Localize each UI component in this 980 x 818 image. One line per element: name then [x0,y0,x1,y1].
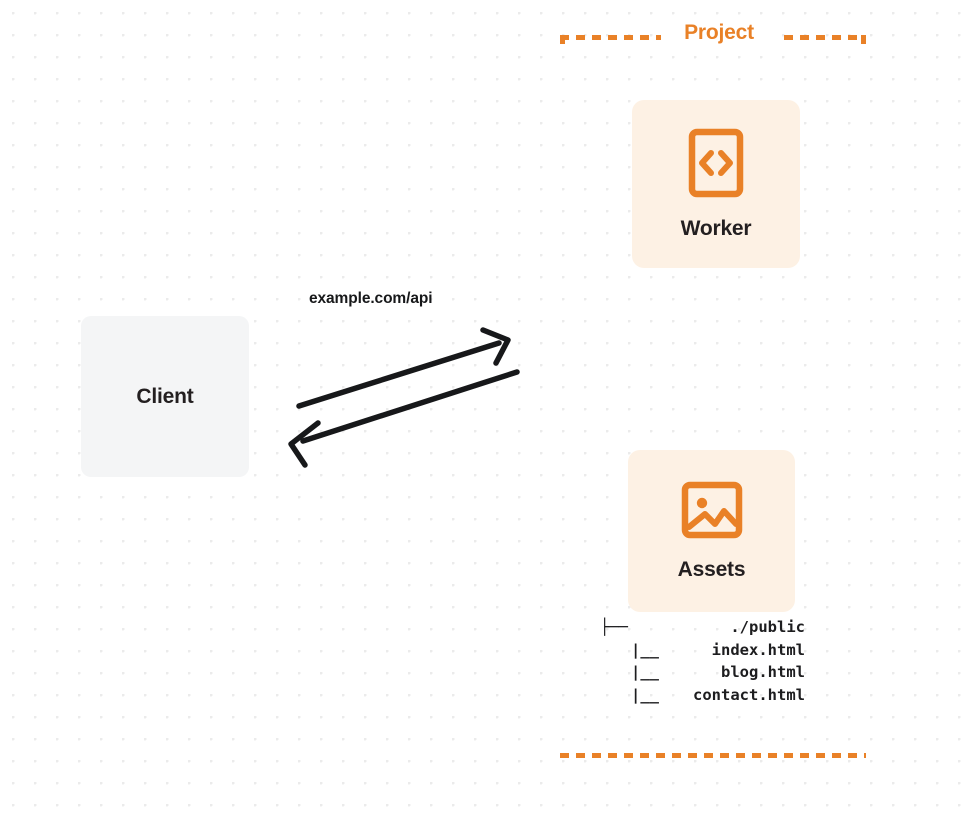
project-title: Project [661,21,777,45]
tree-branch-glyph: |__ [631,640,659,659]
file-tree-row: |__ contact.html [600,684,805,707]
project-border-top-left [560,35,665,40]
tree-branch-glyph: |__ [631,685,659,704]
file-tree-root-name: ./public [730,618,805,636]
project-border-bottom [560,753,866,758]
file-tree-item-name: contact.html [693,685,805,704]
project-border-right [861,35,866,758]
image-icon [681,481,743,544]
tree-branch-glyph: |__ [631,663,659,681]
worker-node: Worker [632,100,800,268]
request-arrow [296,327,511,409]
assets-file-tree: ├── ./public |__ index.html |__ blog.htm… [600,616,805,706]
file-tree-row: |__ blog.html [600,661,805,684]
project-border-top-right [768,35,866,40]
code-brackets-icon [688,128,744,203]
client-node-label: Client [136,384,194,408]
assets-node-label: Assets [677,557,746,581]
worker-node-label: Worker [680,216,752,240]
project-border-left [560,35,565,758]
file-tree-item-name: index.html [711,640,805,659]
client-node: Client [81,316,249,477]
assets-node: Assets [628,450,795,612]
connection-label: example.com/api [309,290,433,307]
response-arrow [288,369,520,468]
project-boundary: Project [560,21,866,758]
file-tree-row: ├── ./public [600,616,805,639]
tree-branch-glyph: ├── [600,618,628,636]
file-tree-item-name: blog.html [721,663,805,681]
file-tree-row: |__ index.html [600,639,805,662]
